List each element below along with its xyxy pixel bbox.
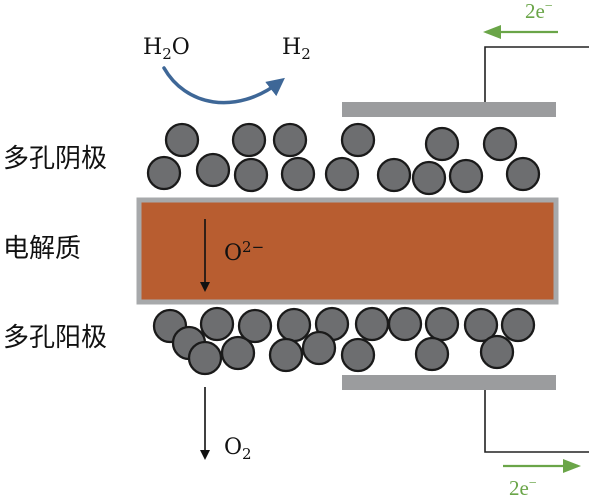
cathode-particle (448, 158, 484, 194)
water-to-hydrogen-arrow (162, 66, 285, 105)
cathode-particle (146, 155, 182, 191)
cathode-particle (376, 157, 412, 193)
top-electron-label: 2e− (525, 0, 553, 23)
anode-particle (199, 306, 235, 342)
cathode-particle (411, 160, 447, 196)
anode-particle (237, 308, 273, 344)
anode-label: 多孔阳极 (3, 323, 108, 353)
cathode-label: 多孔阴极 (3, 144, 108, 174)
cathode-particle (505, 156, 541, 192)
cathode-particle (324, 156, 360, 192)
anode-particle (340, 337, 376, 373)
anode-particle (414, 336, 450, 372)
anode-particle (268, 337, 304, 373)
cathode-particle (231, 122, 267, 158)
oxygen-label: O2 (224, 435, 252, 463)
anode-particle (424, 306, 460, 342)
anode-current-collector (342, 375, 556, 390)
cathode-particle (340, 122, 376, 158)
cathode-particle (482, 126, 518, 162)
hydrogen-label: H2 (282, 35, 311, 63)
anode-particle (301, 330, 337, 366)
top-circuit-wire (484, 46, 589, 102)
anode-particle (187, 340, 223, 376)
anode-particles (152, 306, 536, 376)
bottom-circuit-wire (484, 389, 589, 453)
anode-particle (354, 306, 390, 342)
anode-particle (479, 334, 515, 370)
cathode-particle (280, 156, 316, 192)
anode-particle (220, 335, 256, 371)
electrolyte-label: 电解质 (3, 234, 82, 264)
electrolyte-layer (136, 197, 559, 305)
bottom-electron-label: 2e− (509, 476, 537, 499)
anode-particle (500, 307, 536, 343)
cathode-particle (424, 126, 460, 162)
cathode-current-collector (342, 102, 556, 117)
oxide-ion-label: O2− (224, 238, 265, 266)
anode-particle (276, 307, 312, 343)
cathode-particles (146, 122, 541, 196)
cathode-particle (195, 152, 231, 188)
anode-particle (463, 307, 499, 343)
cathode-particle (164, 122, 200, 158)
cathode-particle (272, 122, 308, 158)
cathode-particle (233, 157, 269, 193)
water-label: H2O (143, 35, 190, 63)
anode-particle (387, 306, 423, 342)
